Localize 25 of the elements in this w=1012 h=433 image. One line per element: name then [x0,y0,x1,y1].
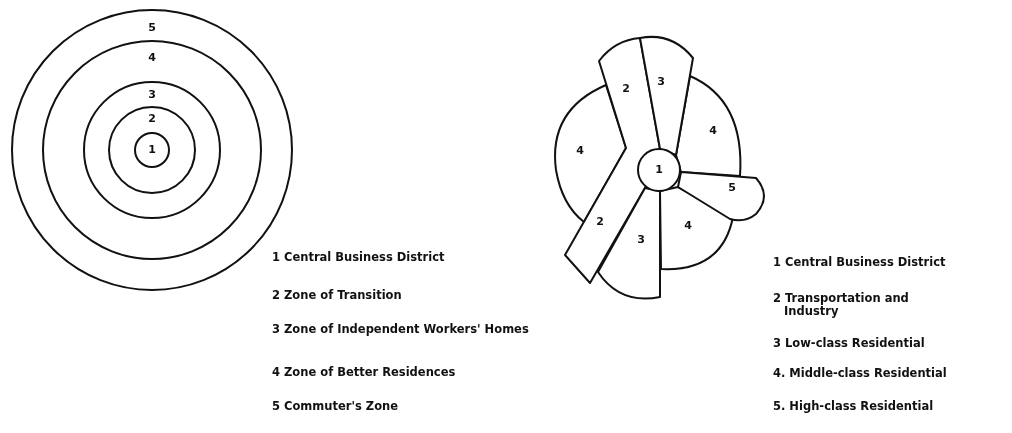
zone-number: 3 [657,76,665,88]
zone-description: 5 Commuter's Zone [272,400,400,413]
zone-description: 4 Zone of Better Residences [272,366,457,379]
zone-number: 3 [637,234,645,246]
zone-description: 3 Low-class Residential [773,337,926,350]
zone-description: 2 Zone of Transition [272,289,403,302]
zone-number: 2 [622,83,630,95]
zone-description: 1 Central Business District [773,256,947,269]
zone-ring [134,132,170,168]
zone-number: 4 [576,145,584,157]
zone-description: 5. High-class Residential [773,400,935,413]
zone-number: 5 [148,22,156,34]
zone-description: 3 Zone of Independent Workers' Homes [272,323,530,336]
zone-description: 2 Transportation and Industry [773,292,910,318]
zone-number: 1 [655,164,663,176]
zone-number: 2 [148,113,156,125]
zone-description: 1 Central Business District [272,251,446,264]
zone-description: 4. Middle-class Residential [773,367,948,380]
zone-number: 2 [596,216,604,228]
zone-number: 4 [709,125,717,137]
zone-number: 5 [728,182,736,194]
zone-number: 4 [684,220,692,232]
zone-number: 4 [148,52,156,64]
zone-number: 1 [148,144,156,156]
zone-number: 3 [148,89,156,101]
